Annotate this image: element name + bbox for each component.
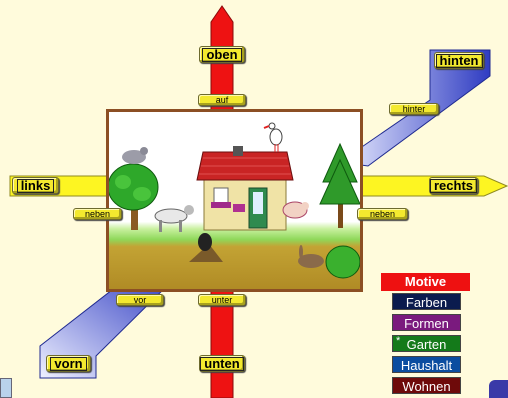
motive-header: Motive bbox=[381, 273, 470, 291]
menu-item-label: Haushalt bbox=[400, 358, 453, 373]
pig bbox=[282, 201, 309, 219]
garden-scene bbox=[106, 109, 363, 292]
fir-tree bbox=[319, 142, 360, 228]
label-unter[interactable]: unter bbox=[198, 294, 246, 306]
pigeon bbox=[122, 147, 148, 164]
label-hinter[interactable]: hinter bbox=[389, 103, 439, 115]
menu-item-garten[interactable]: * Garten bbox=[392, 335, 461, 352]
mole bbox=[189, 233, 223, 262]
scene-illustration bbox=[109, 122, 360, 279]
stork bbox=[263, 122, 283, 152]
label-auf[interactable]: auf bbox=[198, 94, 246, 106]
label-vorn[interactable]: vorn bbox=[46, 355, 91, 372]
label-neben-right[interactable]: neben bbox=[357, 208, 408, 220]
label-hinten[interactable]: hinten bbox=[434, 52, 484, 69]
corner-tab-right[interactable] bbox=[489, 380, 508, 398]
rabbit bbox=[298, 245, 324, 268]
corner-box-left bbox=[0, 378, 12, 398]
label-links[interactable]: links bbox=[12, 177, 59, 194]
selected-marker: * bbox=[396, 335, 401, 347]
label-unten[interactable]: unten bbox=[199, 355, 245, 372]
house bbox=[196, 146, 294, 231]
menu-item-wohnen[interactable]: Wohnen bbox=[392, 377, 461, 394]
diagonal-arrow-back bbox=[338, 49, 491, 167]
goat bbox=[154, 205, 194, 232]
menu-item-label: Farben bbox=[405, 295, 448, 310]
menu-item-formen[interactable]: Formen bbox=[392, 314, 461, 331]
label-rechts[interactable]: rechts bbox=[429, 177, 478, 194]
tree-left bbox=[109, 163, 159, 230]
menu-item-label: Garten bbox=[406, 337, 447, 352]
menu-item-farben[interactable]: Farben bbox=[392, 293, 461, 310]
menu-item-haushalt[interactable]: Haushalt bbox=[392, 356, 461, 373]
label-neben-left[interactable]: neben bbox=[73, 208, 122, 220]
label-oben[interactable]: oben bbox=[199, 46, 245, 63]
label-vor[interactable]: vor bbox=[116, 294, 164, 306]
bush bbox=[325, 245, 360, 279]
menu-item-label: Formen bbox=[404, 316, 449, 331]
menu-item-label: Wohnen bbox=[402, 379, 451, 394]
